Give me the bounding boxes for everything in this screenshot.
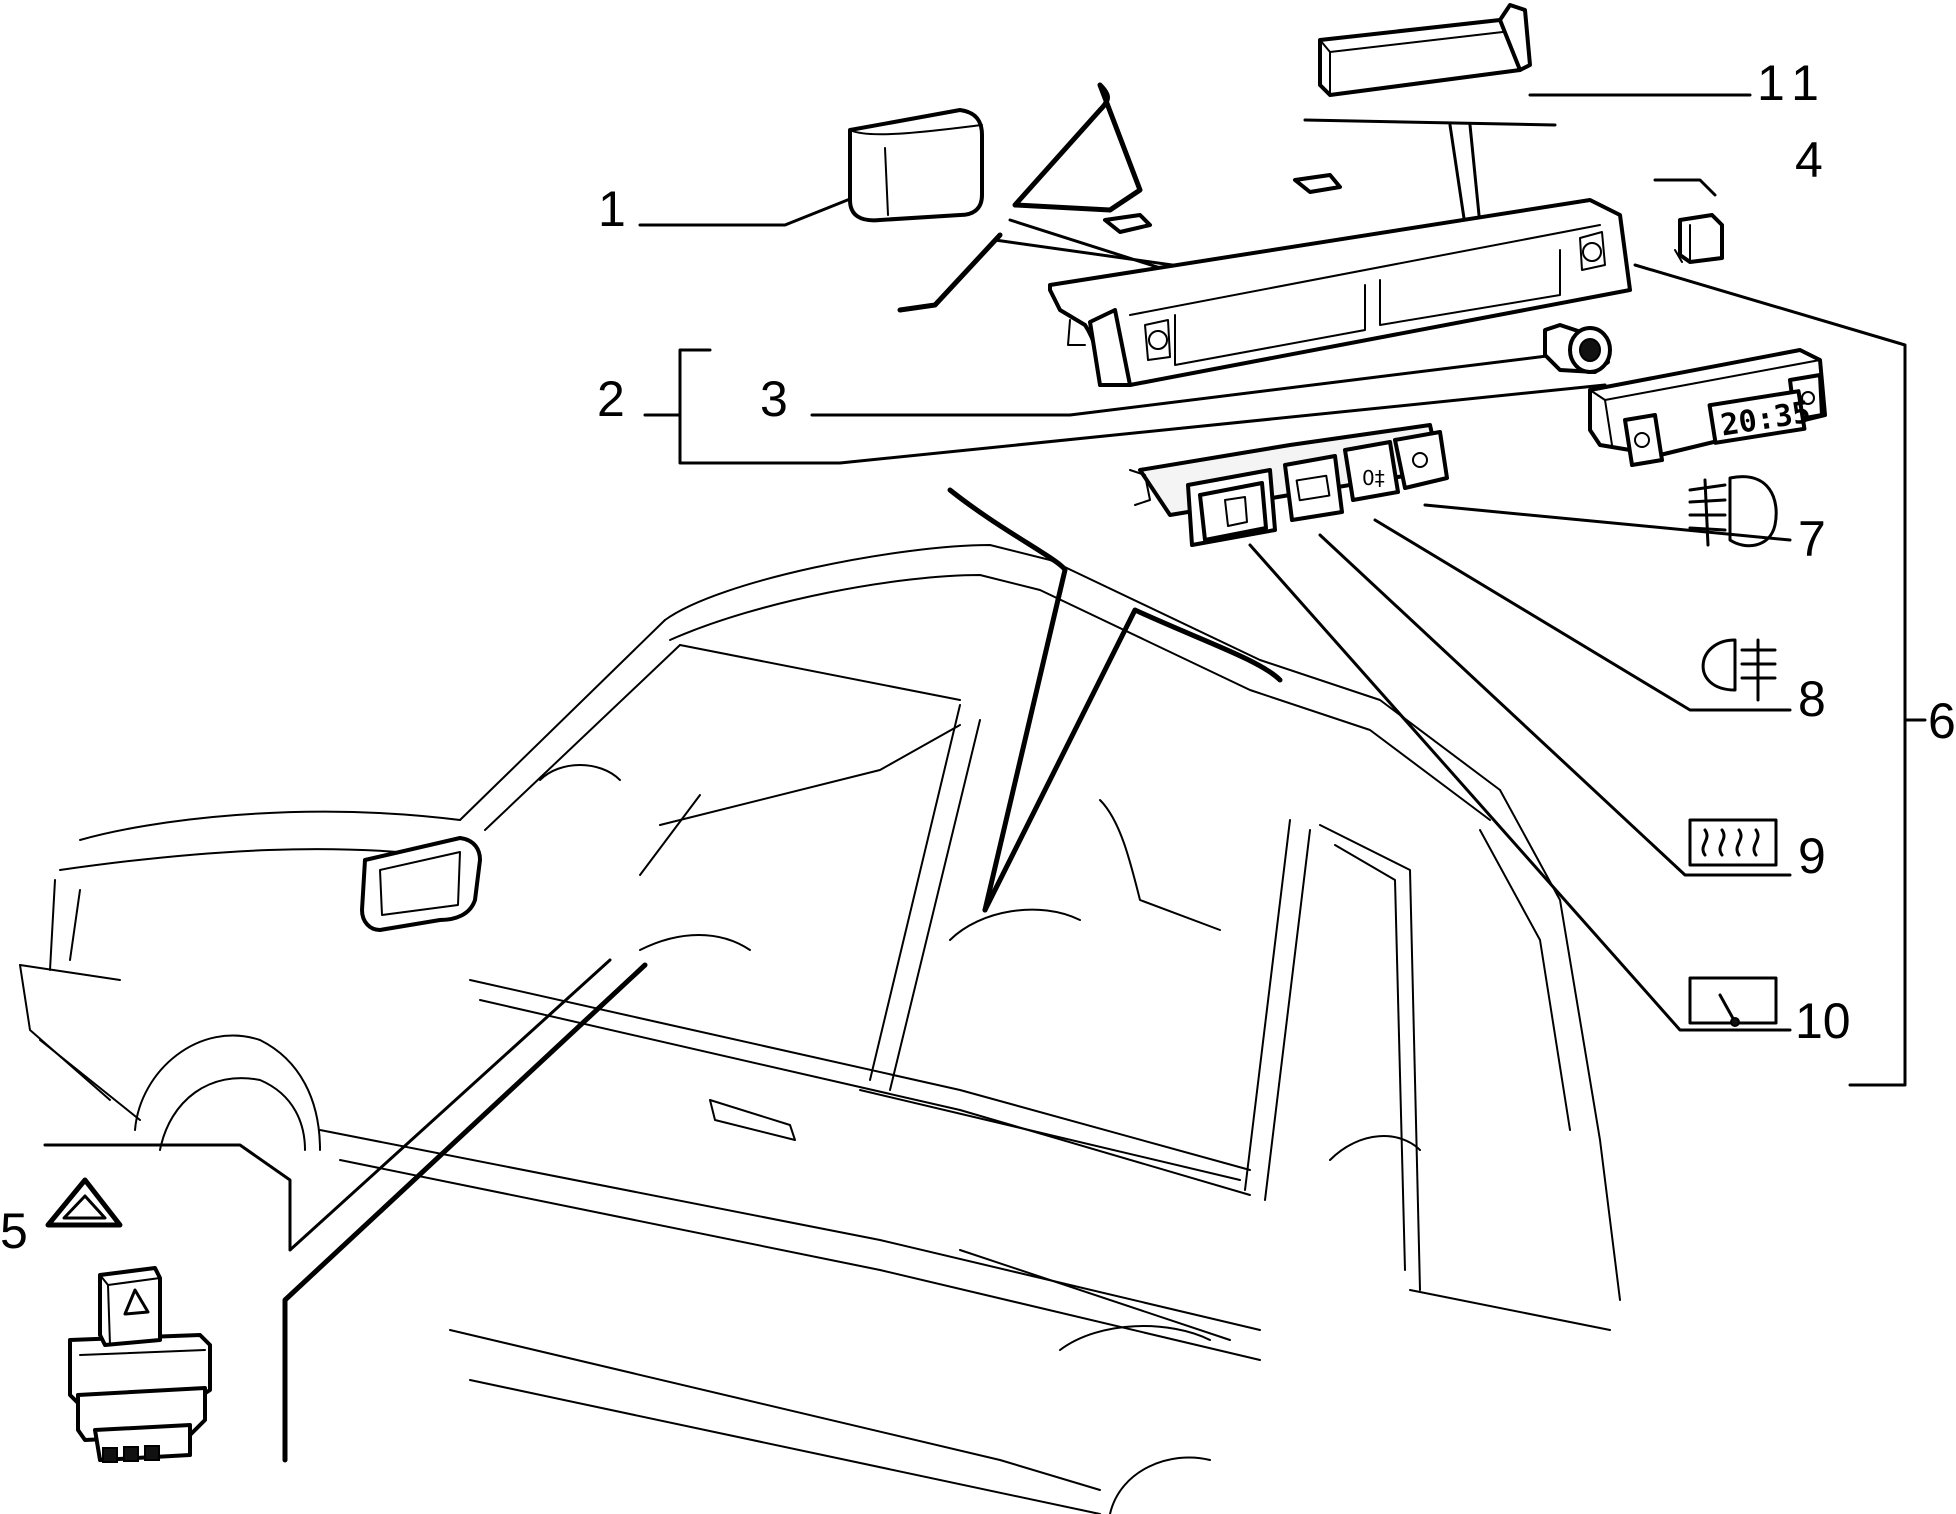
- callout-6: 6: [1928, 693, 1956, 749]
- part-6-console-housing: [1048, 173, 1632, 387]
- callout-5: 5: [0, 1203, 28, 1259]
- switch-8-glyph: 0‡: [1362, 466, 1385, 490]
- callout-7: 7: [1798, 511, 1826, 567]
- switch-cluster: 0‡: [1129, 423, 1449, 547]
- part-4-clip: [1674, 213, 1724, 264]
- rear-wiper-icon: [1688, 976, 1778, 1027]
- rear-window-defrost-icon: [1688, 818, 1778, 867]
- leader-lines: [43, 82, 1927, 1463]
- side-mirror: [360, 836, 482, 932]
- callout-10: 10: [1795, 993, 1851, 1049]
- callout-3: 3: [760, 371, 788, 427]
- part-2-clock-module: 20:35: [1588, 348, 1827, 467]
- callout-11: 11: [1757, 55, 1829, 111]
- part-3-bulb-holder: [1543, 323, 1612, 374]
- part-1-lens-cover: [848, 108, 984, 223]
- callout-4: 4: [1795, 132, 1823, 188]
- hazard-warning-icon: [45, 1177, 123, 1228]
- rear-fog-light-icon: [1701, 638, 1777, 702]
- callout-labels: 1 2 3 4 5 6 7 8 9 10 11: [0, 55, 1956, 1259]
- callout-9: 9: [1798, 828, 1826, 884]
- car-outline: [19, 544, 1621, 1514]
- callout-8: 8: [1798, 671, 1826, 727]
- callout-1: 1: [598, 181, 626, 237]
- part-11-trim-strip: [1318, 3, 1532, 97]
- front-fog-light-icon: [1688, 475, 1778, 548]
- callout-2: 2: [597, 371, 625, 427]
- part-5-hazard-switch: [68, 1266, 212, 1463]
